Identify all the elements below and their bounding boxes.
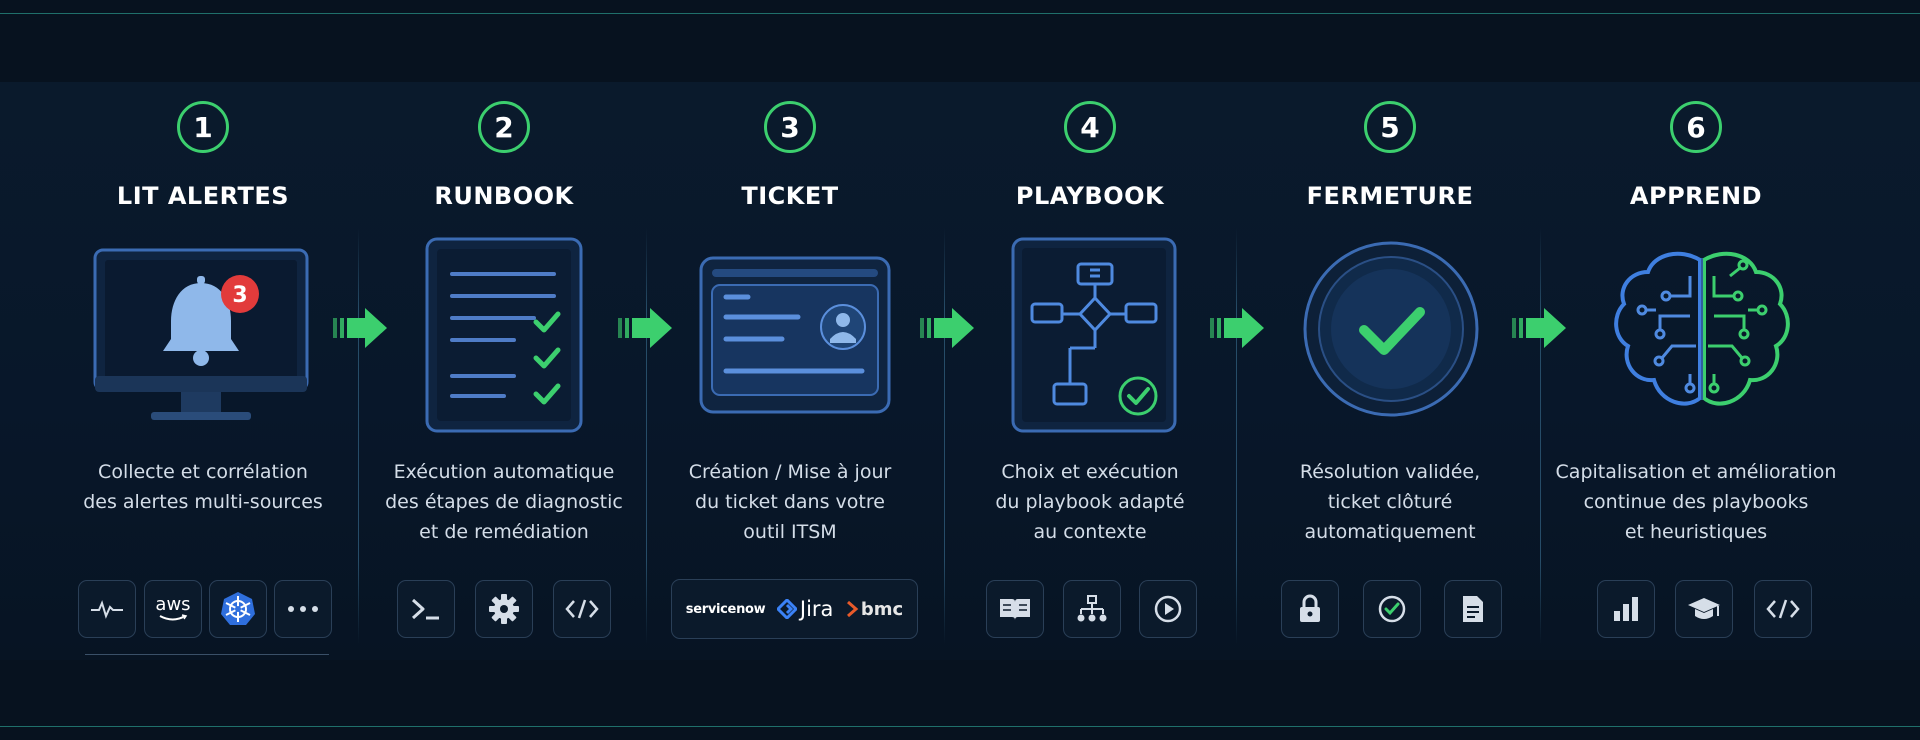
step-title: RUNBOOK — [434, 182, 574, 210]
itsm-logos: servicenow Jira bmc — [671, 579, 918, 639]
arrow-right-icon — [1210, 308, 1264, 348]
servicenow-logo[interactable]: servicenow — [685, 601, 766, 617]
bmc-label: bmc — [860, 598, 904, 620]
hierarchy-icon[interactable] — [1063, 580, 1121, 638]
notification-badge: 3 — [232, 283, 247, 308]
bottom-border — [0, 726, 1920, 727]
step-number: 4 — [1064, 101, 1116, 153]
bmc-logo[interactable]: bmc — [845, 599, 903, 620]
kubernetes-icon[interactable] — [209, 580, 267, 638]
jira-logo[interactable]: Jira — [776, 597, 834, 621]
step-number: 3 — [764, 101, 816, 153]
brain-icon — [1614, 251, 1790, 406]
pulse-icon[interactable] — [78, 580, 136, 638]
step-number: 6 — [1670, 101, 1722, 153]
divider — [944, 228, 945, 644]
step-number: 5 — [1364, 101, 1416, 153]
code-icon[interactable] — [553, 580, 611, 638]
divider — [646, 228, 647, 644]
step-description: Collecte et corrélation des alertes mult… — [83, 461, 323, 513]
gear-icon[interactable] — [475, 580, 533, 638]
bar-chart-icon[interactable] — [1597, 580, 1655, 638]
arrow-right-icon — [618, 308, 672, 348]
step-title: FERMETURE — [1306, 182, 1474, 210]
step-title: TICKET — [741, 182, 839, 210]
process-band — [0, 82, 1920, 660]
step-description: Exécution automatique des étapes de diag… — [385, 461, 623, 543]
runbook-checklist-icon — [425, 237, 583, 433]
arrow-right-icon — [920, 308, 974, 348]
step-description: Création / Mise à jour du ticket dans vo… — [688, 461, 892, 543]
monitor-alert-icon: 3 — [93, 248, 309, 420]
play-icon[interactable] — [1139, 580, 1197, 638]
step-number: 1 — [177, 101, 229, 153]
step-number: 2 — [478, 101, 530, 153]
check-seal-icon — [1303, 241, 1479, 417]
book-icon[interactable] — [986, 580, 1044, 638]
step-title: LIT ALERTES — [116, 182, 290, 210]
code-icon[interactable] — [1754, 580, 1812, 638]
playbook-flowchart-icon — [1011, 237, 1177, 433]
ticket-card-icon — [699, 256, 891, 414]
aws-label: aws — [155, 594, 191, 615]
arrow-right-icon — [333, 308, 387, 348]
graduation-cap-icon[interactable] — [1675, 580, 1733, 638]
aws-logo-icon[interactable]: aws — [144, 580, 202, 638]
more-icon[interactable] — [274, 580, 332, 638]
divider — [85, 654, 329, 655]
terminal-icon[interactable] — [397, 580, 455, 638]
step-description: Capitalisation et amélioration continue … — [1555, 461, 1837, 543]
jira-label: Jira — [799, 597, 834, 621]
arrow-right-icon — [1512, 308, 1566, 348]
step-title: PLAYBOOK — [1015, 182, 1165, 210]
step-description: Résolution validée, ticket clôturé autom… — [1299, 461, 1481, 543]
document-icon[interactable] — [1444, 580, 1502, 638]
lock-icon[interactable] — [1281, 580, 1339, 638]
step-description: Choix et exécution du playbook adapté au… — [995, 461, 1185, 543]
divider — [1236, 228, 1237, 644]
divider — [1540, 228, 1541, 644]
divider — [358, 228, 359, 644]
check-circle-icon[interactable] — [1363, 580, 1421, 638]
step-title: APPREND — [1629, 182, 1763, 210]
top-border — [0, 13, 1920, 14]
